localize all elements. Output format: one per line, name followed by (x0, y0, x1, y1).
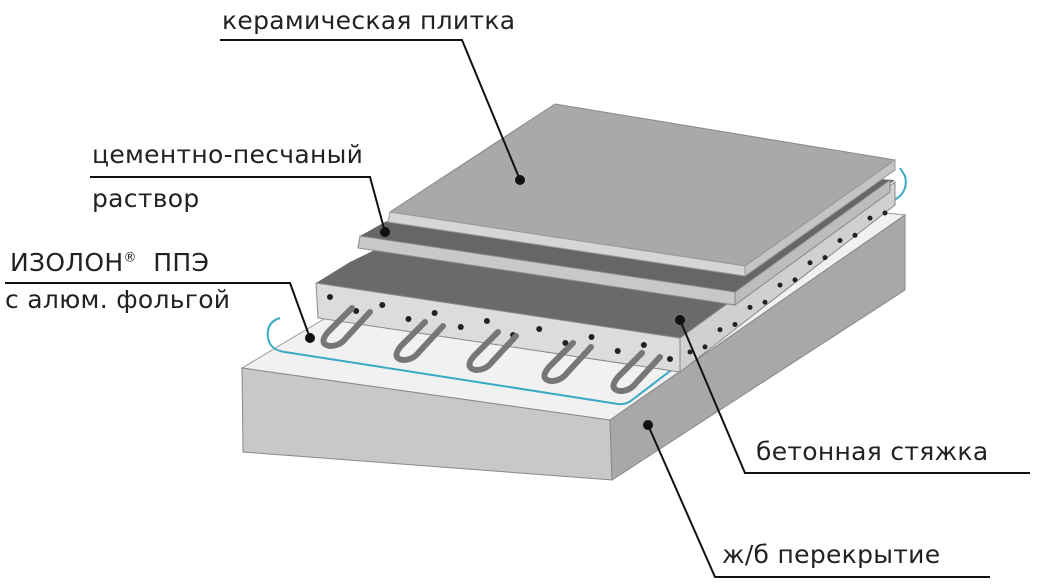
heating-pipes (320, 305, 663, 395)
label-ceramic-tile: керамическая плитка (222, 6, 516, 35)
screed-hole (457, 324, 464, 330)
screed-hole (379, 302, 386, 308)
heating-pipe-loop (610, 350, 663, 395)
label-mortar-line1: цементно-песчаный (92, 140, 364, 169)
screed-hole (687, 349, 693, 355)
screed-hole (747, 304, 753, 310)
screed-hole (483, 318, 490, 324)
screed-hole (882, 210, 888, 216)
screed-hole (327, 294, 333, 300)
leader-lines (5, 39, 1030, 578)
leader-dots (305, 175, 685, 430)
screed-hole (536, 326, 543, 332)
registered-mark: ® (123, 250, 137, 266)
screed-hole (807, 260, 813, 266)
screed-hole (867, 215, 873, 221)
screed-hole (792, 277, 798, 283)
screed-hole (777, 282, 783, 288)
label-concrete-screed: бетонная стяжка (756, 437, 989, 466)
label-isolon-foil: с алюм. фольгой (5, 285, 231, 314)
screed-hole (614, 348, 621, 354)
screed-hole (353, 308, 360, 314)
heating-pipe-loop (541, 340, 594, 385)
screed-hole (562, 340, 569, 346)
screed-hole (702, 344, 708, 350)
ceramic-tile (387, 103, 897, 277)
heating-pipe-loop (393, 319, 446, 364)
label-isolon: ИЗОЛОН® ППЭ (10, 248, 209, 277)
isolon-name: ИЗОЛОН (10, 248, 124, 277)
screed-hole (852, 232, 858, 238)
screed-hole (762, 299, 768, 305)
foil-outline (266, 167, 907, 406)
screed-hole (837, 237, 843, 243)
screed-hole (717, 327, 723, 333)
screed-hole (431, 310, 438, 316)
screed-hole (667, 356, 673, 362)
label-mortar-line2: раствор (92, 184, 200, 213)
screed-hole (640, 342, 647, 348)
heating-pipe-loop (466, 329, 519, 374)
screed-hole (732, 322, 738, 328)
screed-hole (405, 316, 412, 322)
heating-pipe-loop (320, 305, 373, 350)
isolon-type: ППЭ (153, 248, 210, 277)
screed-hole (588, 334, 595, 340)
label-concrete-slab: ж/б перекрытие (722, 540, 941, 569)
screed-hole (822, 255, 828, 261)
